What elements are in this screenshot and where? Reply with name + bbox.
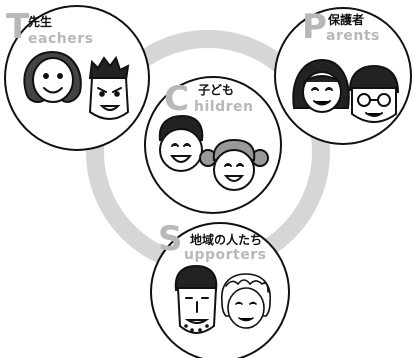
parents-japanese: 保護者: [328, 13, 365, 27]
teachers-initial: T: [6, 7, 30, 47]
child-boy-face-icon: [158, 114, 204, 172]
supporters-japanese: 地域の人たち: [190, 233, 263, 247]
children-japanese: 子ども: [198, 83, 235, 97]
child-girl-face-icon: [199, 138, 269, 191]
teacher-woman-face-icon: [23, 50, 82, 103]
parent-mother-face-icon: [292, 58, 350, 113]
supporter-elder-face-icon: [221, 273, 271, 329]
supporters-rest: upporters: [184, 247, 267, 263]
supporter-man-face-icon: [174, 264, 218, 334]
children-rest: hildren: [194, 99, 254, 115]
parents-initial: P: [302, 7, 327, 47]
teachers-japanese: 先生: [28, 15, 53, 29]
supporters-initial: S: [158, 219, 183, 259]
teachers-rest: eachers: [28, 31, 94, 47]
parent-father-face-icon: [348, 64, 400, 123]
children-initial: C: [164, 79, 189, 119]
parents-rest: arents: [326, 28, 380, 44]
teacher-man-face-icon: [88, 55, 130, 120]
